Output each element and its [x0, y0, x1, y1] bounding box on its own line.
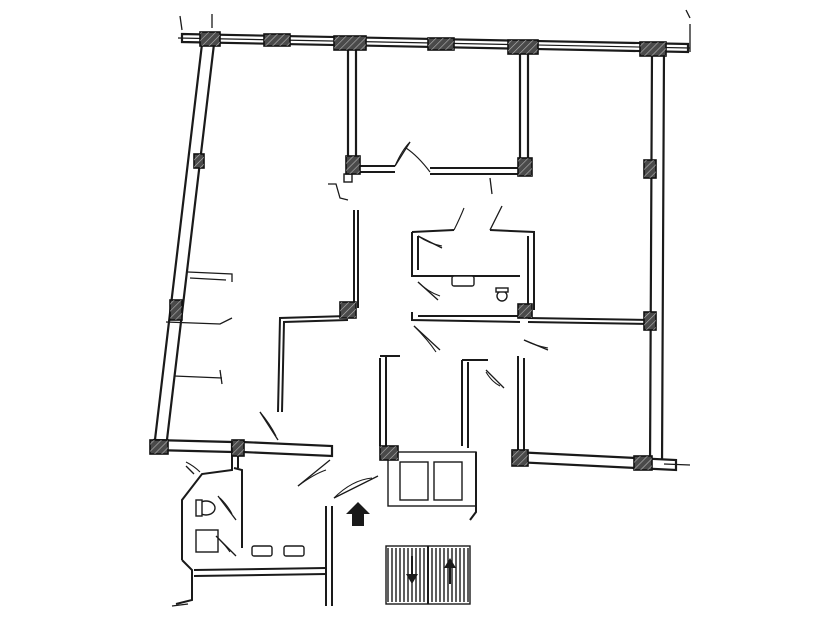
south-exterior-wall-east: [512, 450, 691, 472]
stairwell: [385, 545, 471, 605]
pillar-hatching: [508, 40, 538, 54]
pillar-hatching: [170, 300, 182, 320]
pillar-hatching: [644, 312, 656, 330]
wall-fixtures: [173, 173, 493, 385]
pillars: [149, 31, 667, 471]
bathroom-fixtures: [451, 275, 509, 302]
pillar-hatching: [644, 160, 656, 178]
small-room-walls: [379, 355, 525, 452]
pillar-hatching: [518, 304, 532, 318]
office-partition-east: [518, 46, 530, 170]
storage-block: [387, 451, 477, 521]
east-exterior-wall: [648, 48, 666, 470]
office-partition-west: [346, 42, 358, 168]
pillar-hatching: [264, 34, 290, 46]
corridor-wall-north: [356, 165, 520, 175]
west-exterior-wall: [152, 42, 216, 450]
pillar-hatching: [334, 36, 366, 50]
pillar-hatching: [518, 158, 532, 176]
door-swings: [185, 141, 549, 557]
restroom-fixtures: [195, 499, 305, 557]
entrance-arrow-icon: [346, 502, 370, 526]
pillar-hatching: [380, 446, 398, 460]
pillar-hatching: [428, 38, 454, 50]
bathroom-block-walls: [411, 229, 535, 323]
room-wall-west-interior: [277, 315, 349, 413]
pillar-hatching: [340, 302, 356, 318]
central-partition: [348, 210, 359, 313]
east-room-wall: [527, 317, 653, 325]
pillar-hatching: [232, 440, 244, 456]
edge-marks: [171, 9, 691, 607]
pillar-hatching: [634, 456, 652, 470]
pillar-hatching: [200, 32, 220, 46]
arrow-up-icon: [444, 558, 456, 584]
pillar-hatching: [346, 156, 360, 174]
pillar-hatching: [150, 440, 168, 454]
pillar-hatching: [512, 450, 528, 466]
arrow-down-icon: [406, 556, 418, 584]
partition-west-room: [165, 271, 233, 325]
southwest-wing-walls: [175, 452, 333, 606]
pillar-hatching: [640, 42, 666, 56]
pillar-hatching: [194, 154, 204, 168]
south-exterior-wall-middle: [240, 440, 334, 458]
